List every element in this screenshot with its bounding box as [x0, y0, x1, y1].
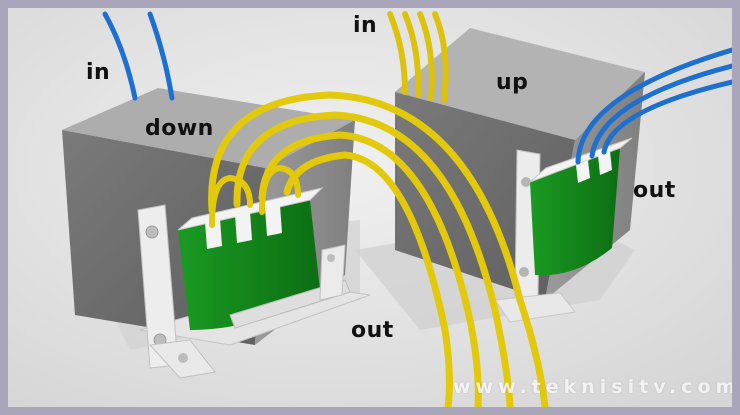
- winding-coil: [529, 137, 633, 276]
- transformer-illustration: [8, 8, 732, 407]
- watermark: www.teknisitv.com: [453, 376, 732, 398]
- left-input-wires: [102, 11, 175, 101]
- right-input-wires: [387, 11, 449, 103]
- label-up: up: [496, 70, 529, 95]
- right-output-wires: [575, 47, 732, 165]
- label-out-right: out: [633, 178, 676, 203]
- coil-lead-loops: [209, 164, 301, 228]
- label-out-bottom: out: [351, 318, 394, 343]
- transformer-scene: in down in up out out www.teknisitv.com: [8, 8, 732, 407]
- label-in-left: in: [86, 60, 111, 85]
- label-down: down: [145, 116, 214, 141]
- left-output-wires: [208, 91, 549, 407]
- step-down-transformer: [62, 88, 371, 379]
- label-in-right: in: [353, 13, 378, 38]
